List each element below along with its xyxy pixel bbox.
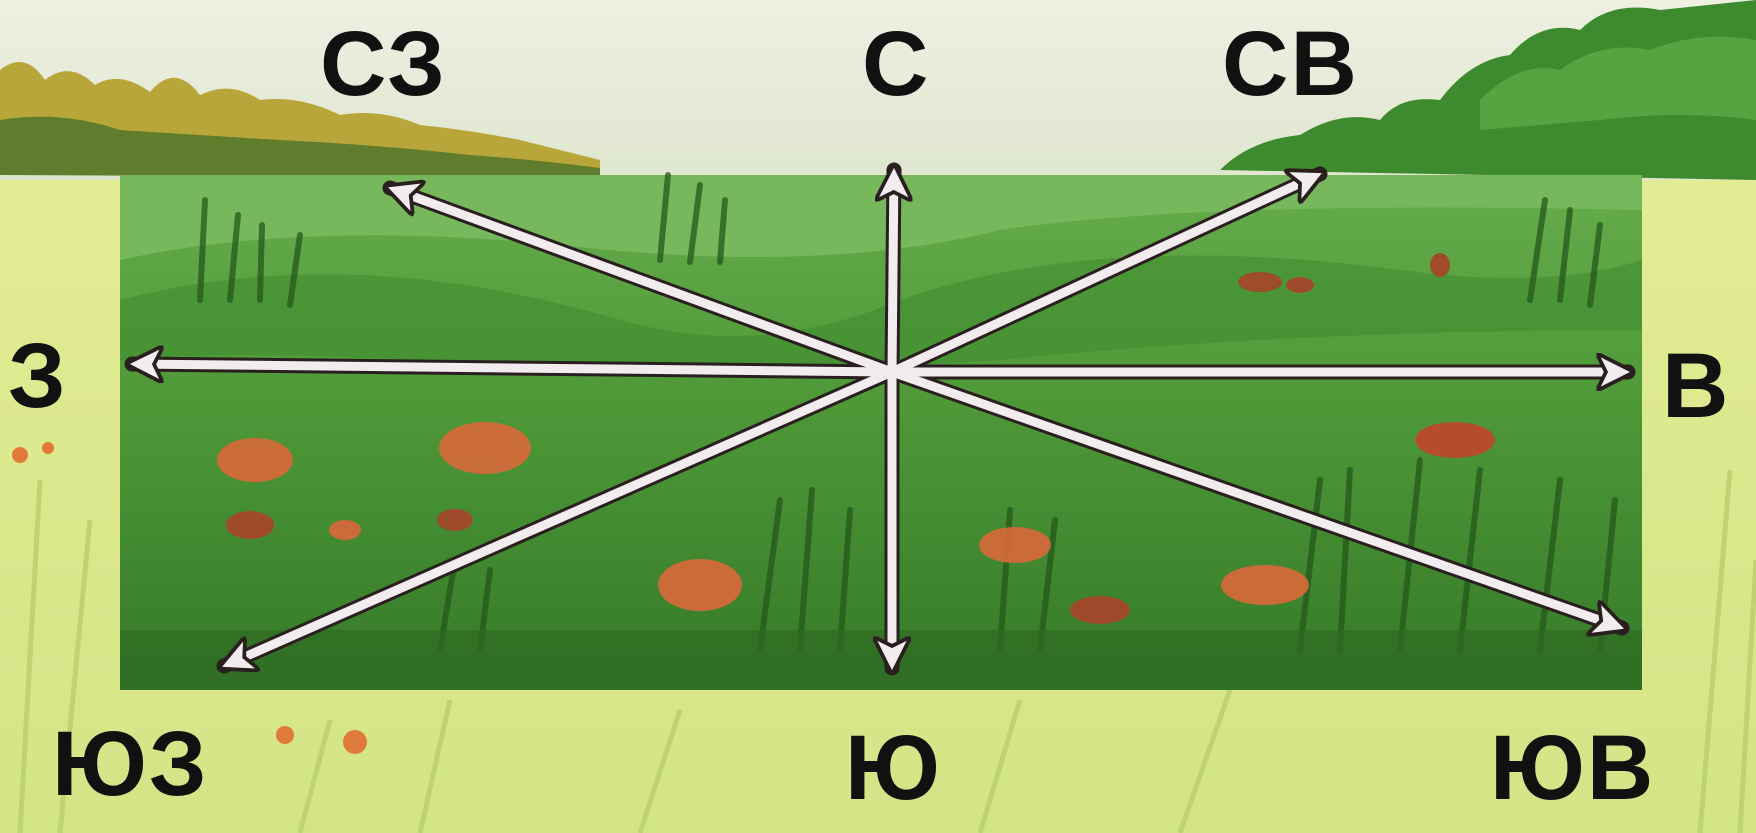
label-west: З xyxy=(8,330,68,422)
label-south: Ю xyxy=(845,722,942,814)
label-northwest: СЗ xyxy=(320,18,447,110)
meadow-bottom-dark xyxy=(120,630,1642,690)
label-southeast: ЮВ xyxy=(1490,722,1655,814)
label-north: С xyxy=(862,18,930,110)
arrow-north xyxy=(892,170,894,372)
label-east: В xyxy=(1662,340,1730,432)
label-southwest: ЮЗ xyxy=(52,718,209,810)
label-northeast: СВ xyxy=(1222,18,1359,110)
